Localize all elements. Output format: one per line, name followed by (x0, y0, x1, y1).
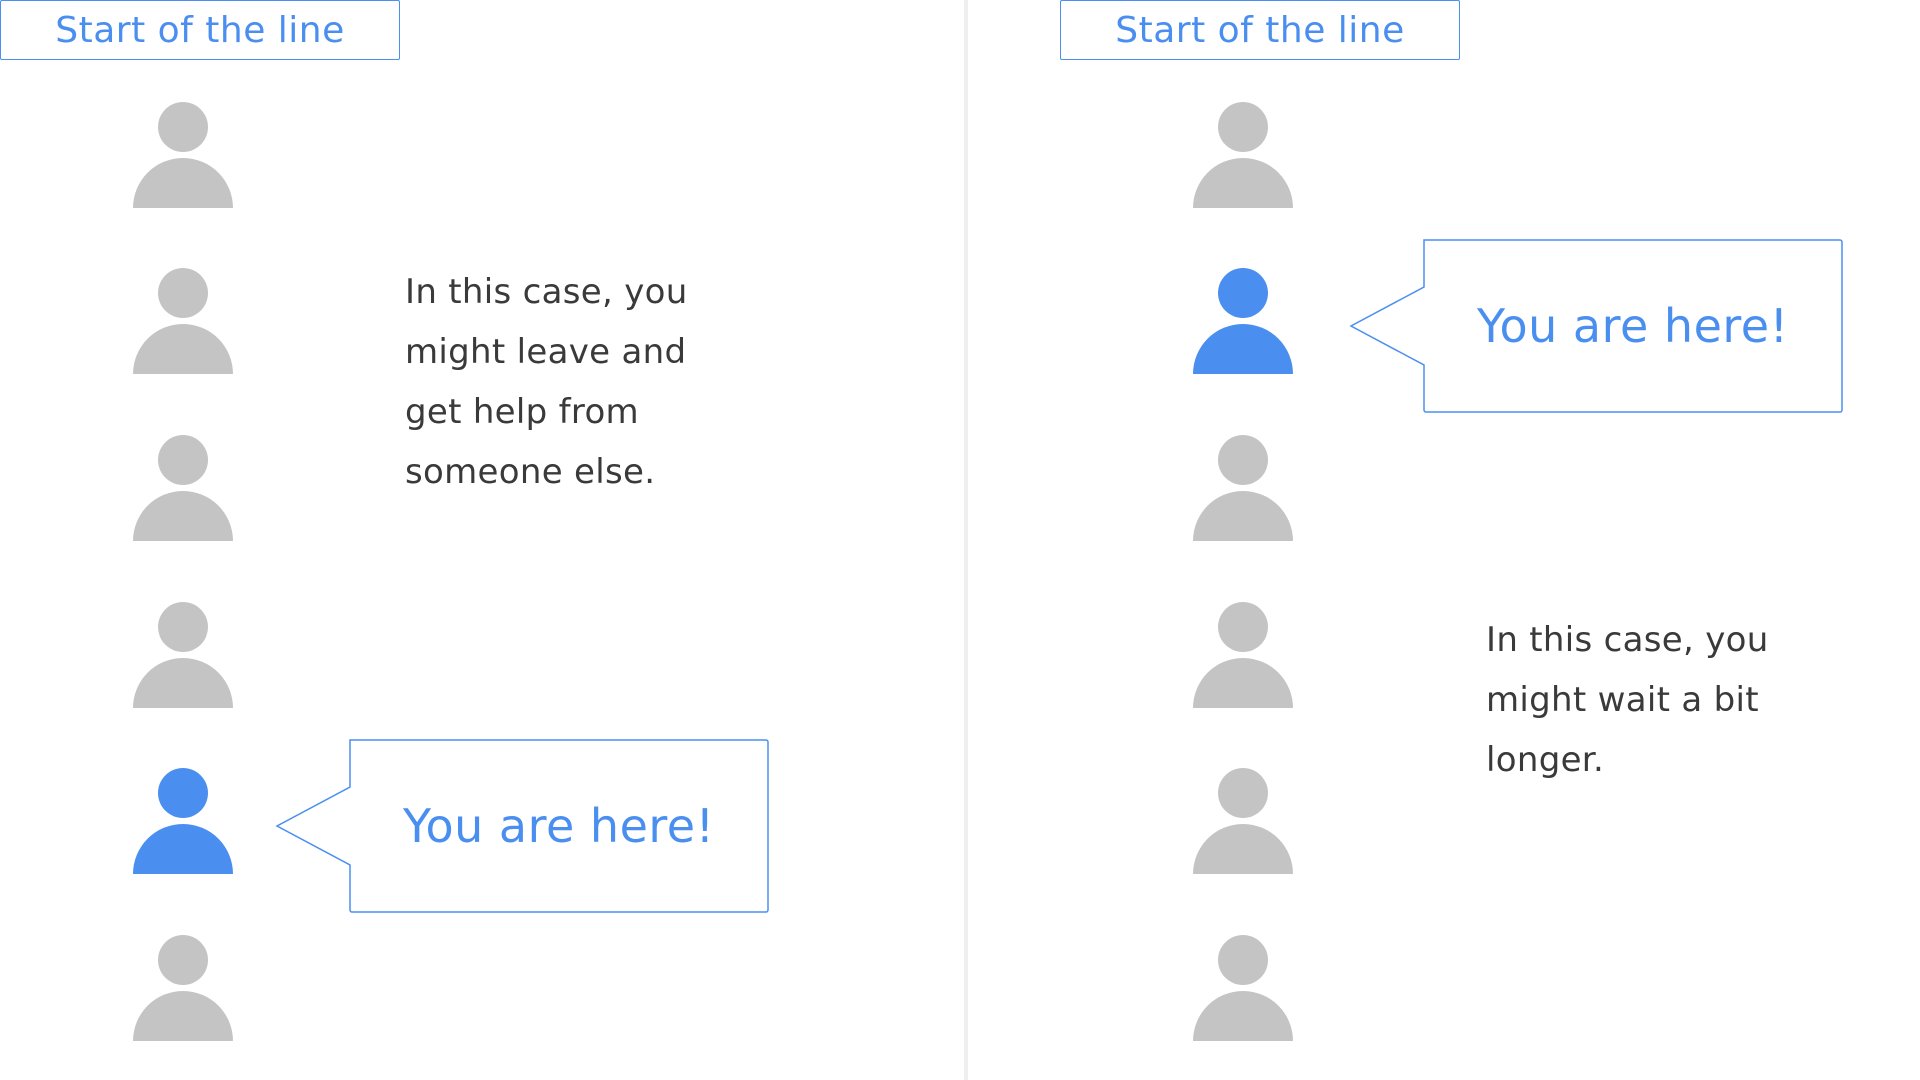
person-icon (1193, 102, 1293, 208)
person-icon (1193, 602, 1293, 708)
person-icon (133, 602, 233, 708)
start-of-line-label: Start of the line (0, 0, 400, 60)
person-icon (133, 268, 233, 374)
note-line: In this case, you (405, 272, 688, 312)
explanation-note: In this case, you might wait a bit longe… (1486, 610, 1769, 790)
explanation-note: In this case, you might leave and get he… (405, 262, 688, 502)
person-icon (1193, 935, 1293, 1041)
person-icon (133, 102, 233, 208)
right-panel: Start of the line You are here! In this … (1060, 0, 1920, 1080)
note-line: In this case, you (1486, 620, 1769, 660)
person-icon (133, 935, 233, 1041)
speech-bubble: You are here! (275, 739, 769, 913)
left-panel: Start of the line In this case, you migh… (0, 0, 769, 1041)
panel-divider (964, 0, 968, 1080)
note-line: get help from (405, 392, 639, 432)
note-line: longer. (1486, 740, 1605, 780)
speech-bubble-outline (1349, 239, 1843, 413)
speech-bubble: You are here! (1349, 239, 1843, 413)
note-line: might leave and (405, 332, 687, 372)
speech-bubble-outline (275, 739, 769, 913)
you-are-here-text: You are here! (403, 799, 715, 853)
note-line: might wait a bit (1486, 680, 1759, 720)
note-line: someone else. (405, 452, 656, 492)
person-icon (1193, 768, 1293, 874)
highlighted-person-icon (1193, 268, 1293, 374)
you-are-here-text: You are here! (1477, 299, 1789, 353)
person-icon (1193, 435, 1293, 541)
person-icon (133, 435, 233, 541)
highlighted-person-icon (133, 768, 233, 874)
start-of-line-label: Start of the line (1060, 0, 1460, 60)
